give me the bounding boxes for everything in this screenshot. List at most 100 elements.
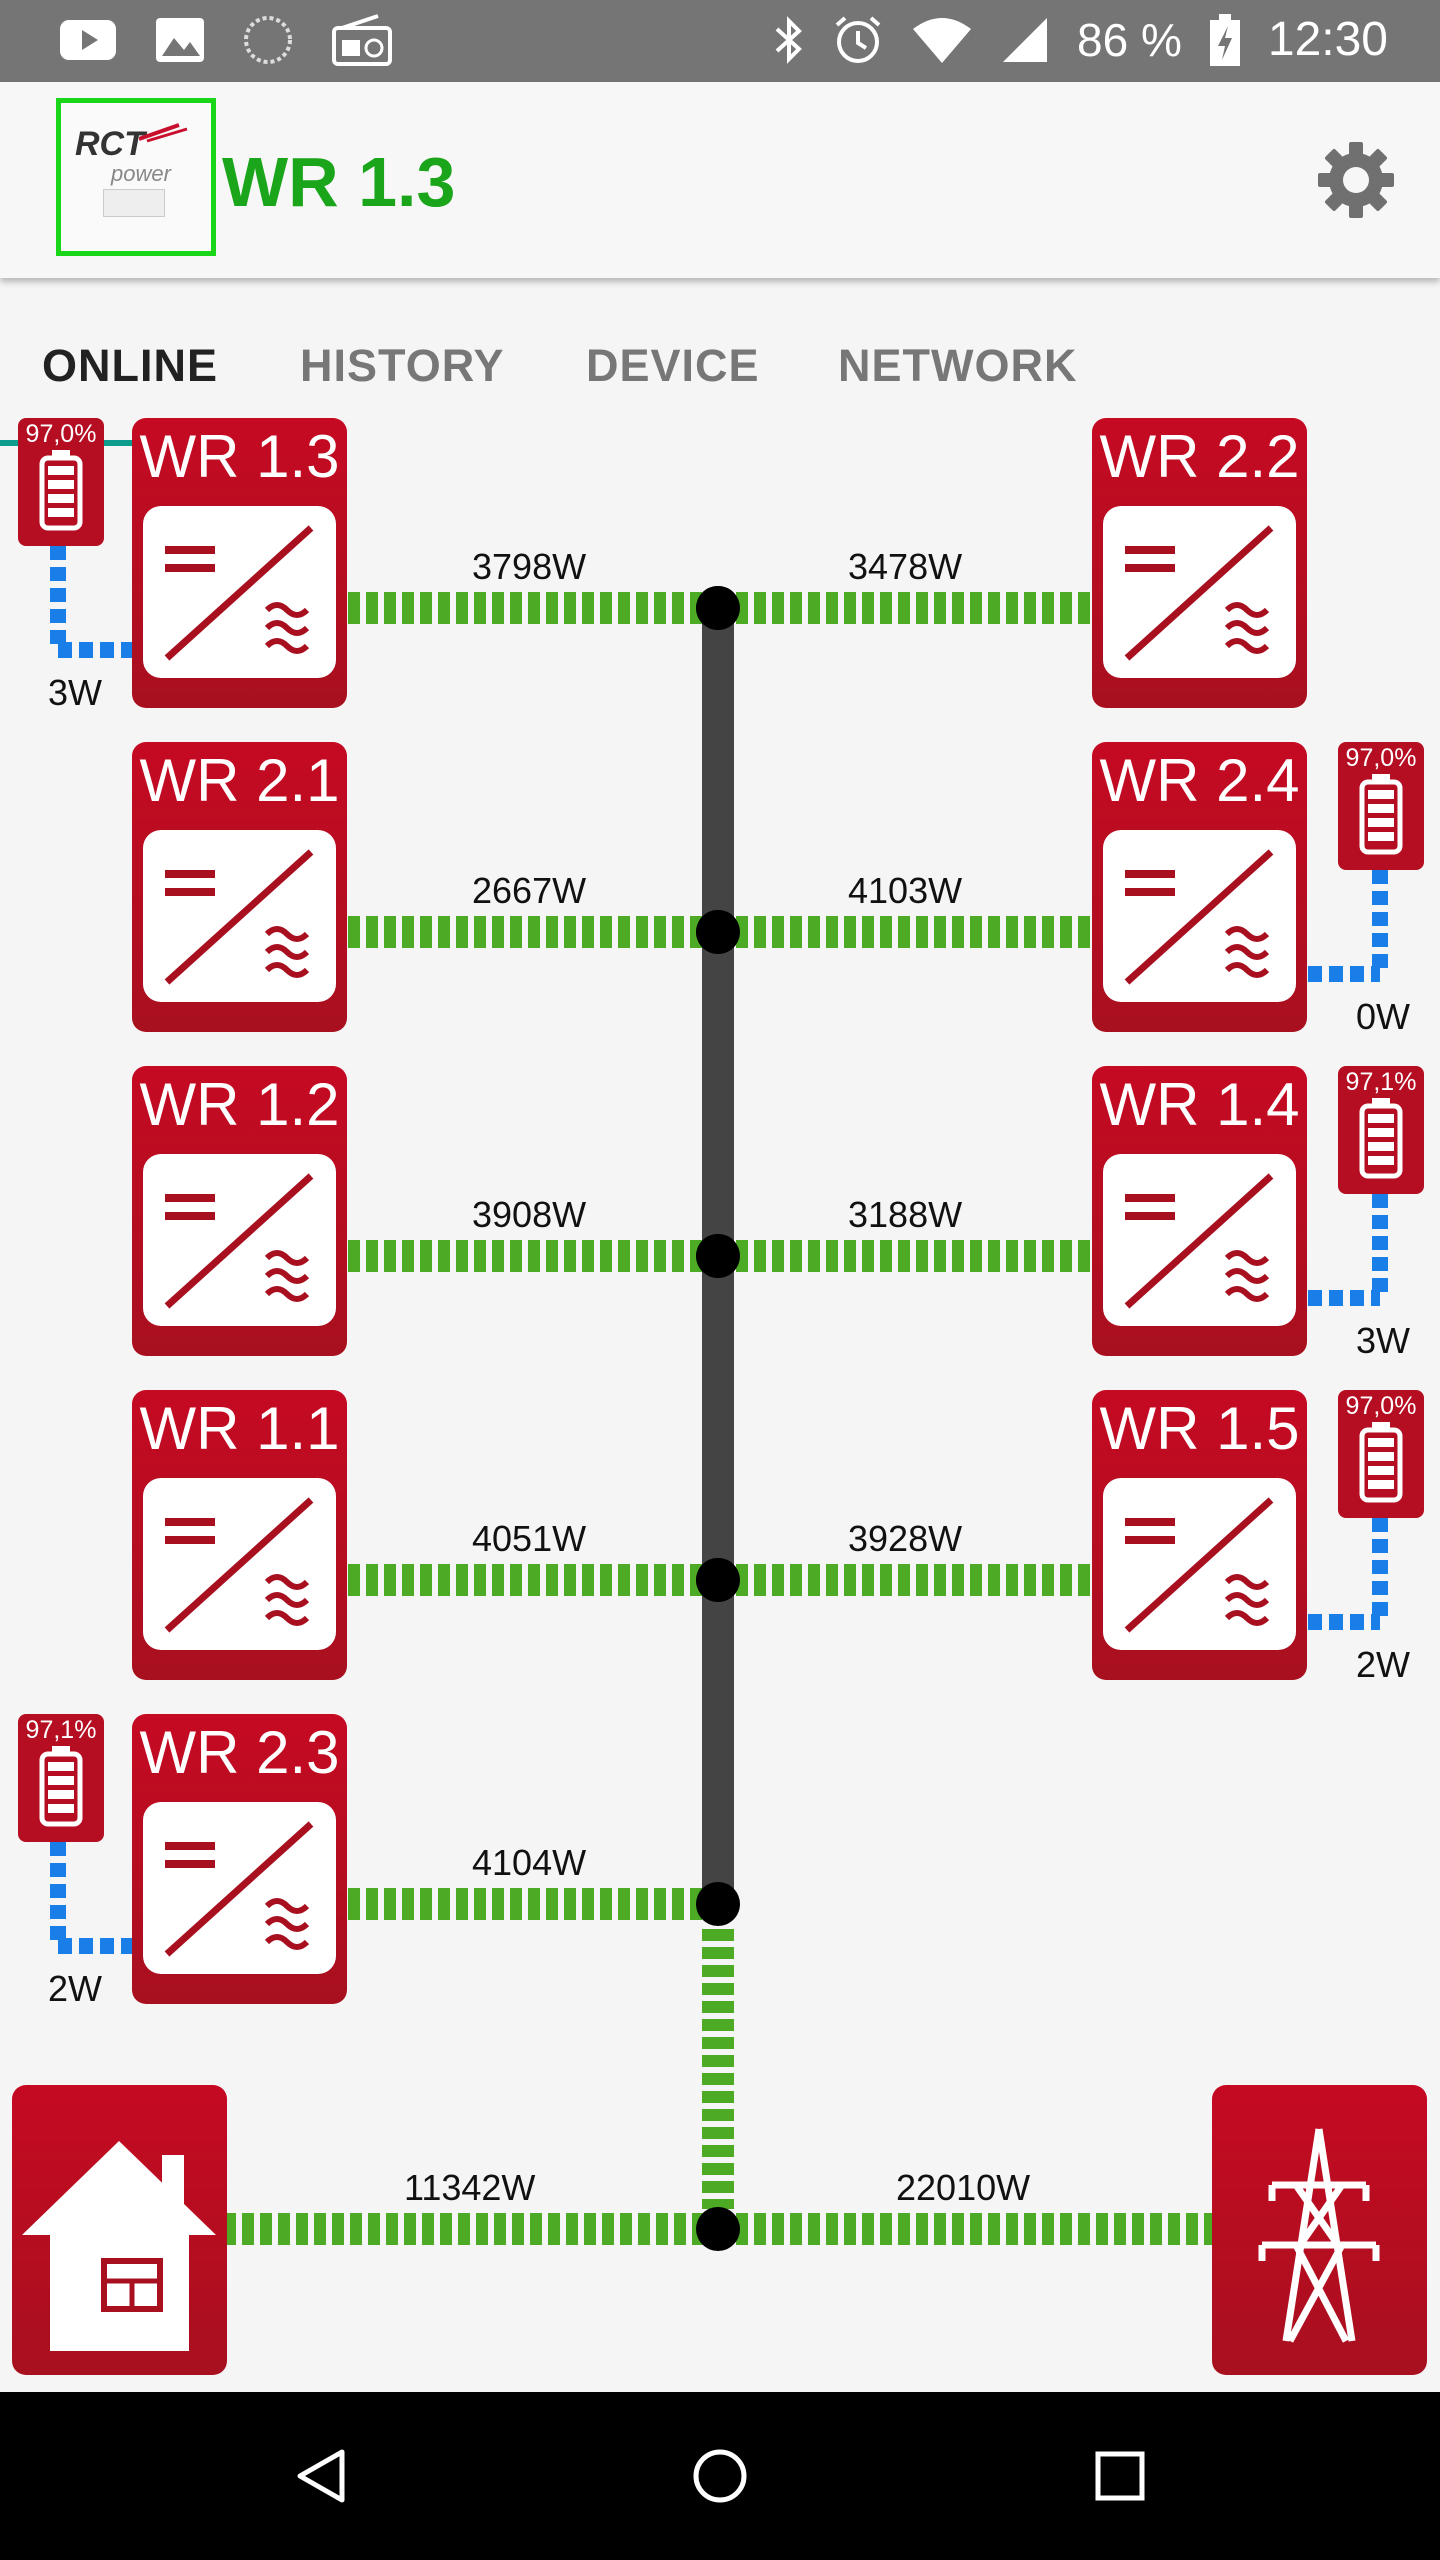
tab-indicator <box>0 440 258 446</box>
notification-icons <box>60 14 392 66</box>
inverter-symbol-icon <box>143 1802 336 1974</box>
inverter-wr23[interactable]: WR 2.3 <box>132 1714 347 2004</box>
recents-icon[interactable] <box>1090 2446 1150 2506</box>
inverter-label: WR 2.4 <box>1099 747 1300 814</box>
spinner-icon <box>244 16 292 64</box>
inverter-symbol-icon <box>143 1154 336 1326</box>
power-label-wr13: 3798W <box>472 546 587 587</box>
battery-icon <box>1338 1066 1424 1199</box>
inverter-wr22[interactable]: WR 2.2 <box>1092 418 1307 708</box>
logo-subtext: power <box>111 161 171 186</box>
navigation-bar <box>0 2392 1440 2560</box>
inverter-symbol-icon <box>143 1478 336 1650</box>
power-tower-icon <box>1212 2085 1427 2380</box>
battery-wr13[interactable]: 97,0% <box>18 418 104 546</box>
battery-wr14[interactable]: 97,1% <box>1338 1066 1424 1194</box>
energy-flow-diagram: 3798W WR 1.3 97,0% 3W 3478W WR 2.2 2667W WR 2.1… <box>0 418 1440 2390</box>
inverter-label: WR 1.5 <box>1099 1395 1300 1462</box>
battery-soc: 97,0% <box>25 420 97 448</box>
inverter-symbol-icon <box>143 506 336 678</box>
flow-lines <box>50 546 1388 2251</box>
battery-icon <box>1338 742 1424 875</box>
battery-power-label-wr13: 3W <box>48 672 102 713</box>
signal-icon <box>1003 17 1048 62</box>
power-label-wr22: 3478W <box>848 546 963 587</box>
logo-flag-icon <box>139 123 188 143</box>
power-label-wr14: 3188W <box>848 1194 963 1235</box>
youtube-icon <box>60 20 116 60</box>
page-title: WR 1.3 <box>222 143 456 221</box>
junction-dot-wr22 <box>696 586 740 630</box>
inverter-wr24[interactable]: WR 2.4 <box>1092 742 1307 1032</box>
junction-dot-wr14 <box>696 1234 740 1278</box>
power-label-wr21: 2667W <box>472 870 587 911</box>
inverter-symbol-icon <box>1103 830 1296 1002</box>
app-bar: RCT power WR 1.3 <box>0 82 1440 278</box>
image-icon <box>156 18 204 62</box>
alarm-icon <box>835 15 881 63</box>
tab-device[interactable]: DEVICE <box>586 340 760 391</box>
battery-icon <box>18 418 104 551</box>
battery-icon <box>18 1714 104 1847</box>
wifi-icon <box>913 17 972 63</box>
battery-percent: 86 % <box>1077 13 1182 66</box>
inverter-symbol-icon <box>1103 1154 1296 1326</box>
battery-power-label-wr24: 0W <box>1356 996 1410 1037</box>
inverter-label: WR 2.3 <box>139 1719 340 1786</box>
device-logo[interactable]: RCT power <box>56 98 216 256</box>
tab-history[interactable]: HISTORY <box>300 340 505 391</box>
logo-text: RCT <box>75 125 145 163</box>
back-icon[interactable] <box>292 2446 352 2506</box>
clock: 12:30 <box>1267 13 1388 66</box>
system-icons: 86 % 12:30 <box>773 12 1388 67</box>
tab-bar: ONLINE HISTORY DEVICE NETWORK <box>0 300 1440 450</box>
battery-wr15[interactable]: 97,0% <box>1338 1390 1424 1518</box>
power-grid[interactable] <box>1212 2085 1427 2375</box>
battery-power-label-wr15: 2W <box>1356 1644 1410 1685</box>
inverter-wr15[interactable]: WR 1.5 <box>1092 1390 1307 1680</box>
home-icon[interactable] <box>690 2446 750 2506</box>
inverter-wr12[interactable]: WR 1.2 <box>132 1066 347 1356</box>
inverter-label: WR 1.4 <box>1099 1071 1300 1138</box>
radio-icon <box>332 14 392 66</box>
power-label-wr15: 3928W <box>848 1518 963 1559</box>
tab-network[interactable]: NETWORK <box>838 340 1078 391</box>
battery-soc: 97,1% <box>1345 1068 1417 1096</box>
battery-power-label-wr14: 3W <box>1356 1320 1410 1361</box>
power-label-wr12: 3908W <box>472 1194 587 1235</box>
battery-wr23[interactable]: 97,1% <box>18 1714 104 1842</box>
inverter-label: WR 1.1 <box>139 1395 340 1462</box>
house-icon <box>12 2085 227 2380</box>
house-power-label: 11342W <box>404 2167 536 2208</box>
inverter-label: WR 2.2 <box>1099 423 1300 490</box>
junction-dot-wr24 <box>696 910 740 954</box>
inverter-label: WR 1.2 <box>139 1071 340 1138</box>
house-consumer[interactable] <box>12 2085 227 2375</box>
battery-charging-icon <box>1209 13 1240 66</box>
inverter-symbol-icon <box>1103 506 1296 678</box>
junction-dot-wr15 <box>696 1558 740 1602</box>
inverter-wr13[interactable]: WR 1.3 <box>132 418 347 708</box>
settings-gear-icon[interactable] <box>1316 140 1396 220</box>
logo-device-image <box>103 189 165 217</box>
junction-dot-wr23 <box>696 1882 740 1926</box>
meter-junction-dot <box>696 2207 740 2251</box>
inverter-wr11[interactable]: WR 1.1 <box>132 1390 347 1680</box>
tab-online[interactable]: ONLINE <box>42 340 219 391</box>
battery-soc: 97,0% <box>1345 1392 1417 1420</box>
inverter-symbol-icon <box>143 830 336 1002</box>
battery-soc: 97,0% <box>1345 744 1417 772</box>
battery-wr24[interactable]: 97,0% <box>1338 742 1424 870</box>
inverter-wr21[interactable]: WR 2.1 <box>132 742 347 1032</box>
inverter-label: WR 1.3 <box>139 423 340 490</box>
power-label-wr24: 4103W <box>848 870 963 911</box>
bluetooth-icon <box>775 15 802 64</box>
power-label-wr23: 4104W <box>472 1842 587 1883</box>
battery-icon <box>1338 1390 1424 1523</box>
inverter-label: WR 2.1 <box>139 747 340 814</box>
battery-soc: 97,1% <box>25 1716 97 1744</box>
status-bar: 86 % 12:30 <box>0 0 1440 82</box>
grid-power-label: 22010W <box>896 2167 1031 2208</box>
inverter-wr14[interactable]: WR 1.4 <box>1092 1066 1307 1356</box>
power-label-wr11: 4051W <box>472 1518 587 1559</box>
